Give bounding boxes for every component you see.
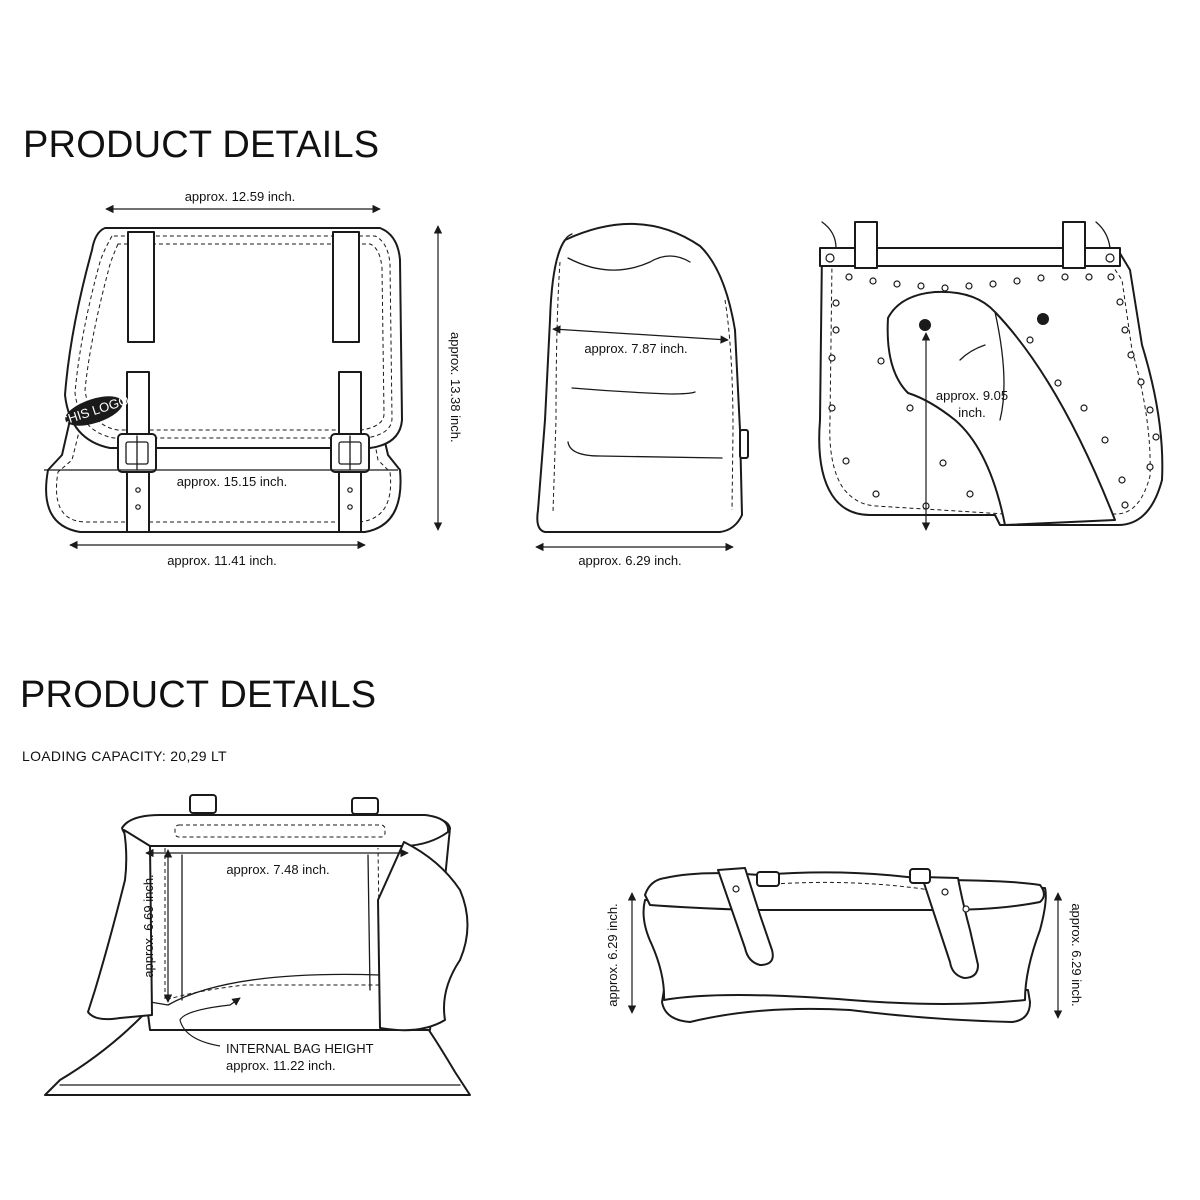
buckle-icon <box>330 433 370 473</box>
back-view: approx. 9.05 inch. <box>818 221 1164 531</box>
bottom-left-height: approx. 6.29 inch. <box>605 903 620 1006</box>
side-view: approx. 7.87 inch. approx. 6.29 inch. <box>535 222 749 568</box>
bottom-view: approx. 6.29 inch. approx. 6.29 inch. <box>605 867 1084 1023</box>
loading-capacity: LOADING CAPACITY: 20,29 LT <box>22 748 227 764</box>
open-tab-right <box>351 797 379 815</box>
side-body <box>536 222 743 533</box>
front-strap-right-top <box>332 231 360 343</box>
section-title-2: PRODUCT DETAILS <box>20 674 377 716</box>
internal-height-label: INTERNAL BAG HEIGHT <box>226 1041 374 1056</box>
rivet-icon <box>828 273 1160 510</box>
buckle-icon <box>117 433 157 473</box>
bottom-right-height: approx. 6.29 inch. <box>1069 903 1084 1006</box>
back-top-bar <box>819 247 1121 267</box>
front-height: approx. 13.38 inch. <box>448 332 463 443</box>
open-tab-left <box>189 794 217 814</box>
open-view: approx. 6.69 inch. approx. 7.48 inch. IN… <box>44 794 471 1096</box>
buckle-icon <box>909 868 931 884</box>
bottom-strap-left <box>717 867 774 966</box>
bottom-strap-right <box>921 876 979 979</box>
back-flap-height-line2: inch. <box>958 405 985 420</box>
open-rim <box>121 814 450 847</box>
side-depth-top: approx. 7.87 inch. <box>584 341 687 356</box>
side-buckle <box>739 429 749 459</box>
back-flap-height-line1: approx. 9.05 <box>936 388 1008 403</box>
side-depth-bottom: approx. 6.29 inch. <box>578 553 681 568</box>
dimension-arrow-icon <box>552 325 729 344</box>
open-left-flap <box>87 829 153 1021</box>
front-strap-left-top <box>127 231 155 343</box>
bottom-rim <box>644 871 1045 911</box>
open-inner-height: approx. 6.69 inch. <box>141 874 156 977</box>
back-flap <box>886 290 1116 526</box>
back-loop-right <box>1062 221 1086 269</box>
internal-height-value: approx. 11.22 inch. <box>226 1058 336 1073</box>
back-loop-left <box>854 221 878 269</box>
front-top-width: approx. 12.59 inch. <box>185 189 296 204</box>
section-title-1: PRODUCT DETAILS <box>23 124 380 166</box>
dimension-arrow-icon <box>179 997 241 1047</box>
front-mid-width: approx. 15.15 inch. <box>177 474 288 489</box>
open-inner-width: approx. 7.48 inch. <box>226 862 329 877</box>
open-right-flap <box>377 841 469 1032</box>
buckle-icon <box>756 871 780 887</box>
front-bottom-width: approx. 11.41 inch. <box>167 553 277 568</box>
front-view: CHIS LOGO approx. 12.59 inch. approx. 13… <box>44 189 463 568</box>
